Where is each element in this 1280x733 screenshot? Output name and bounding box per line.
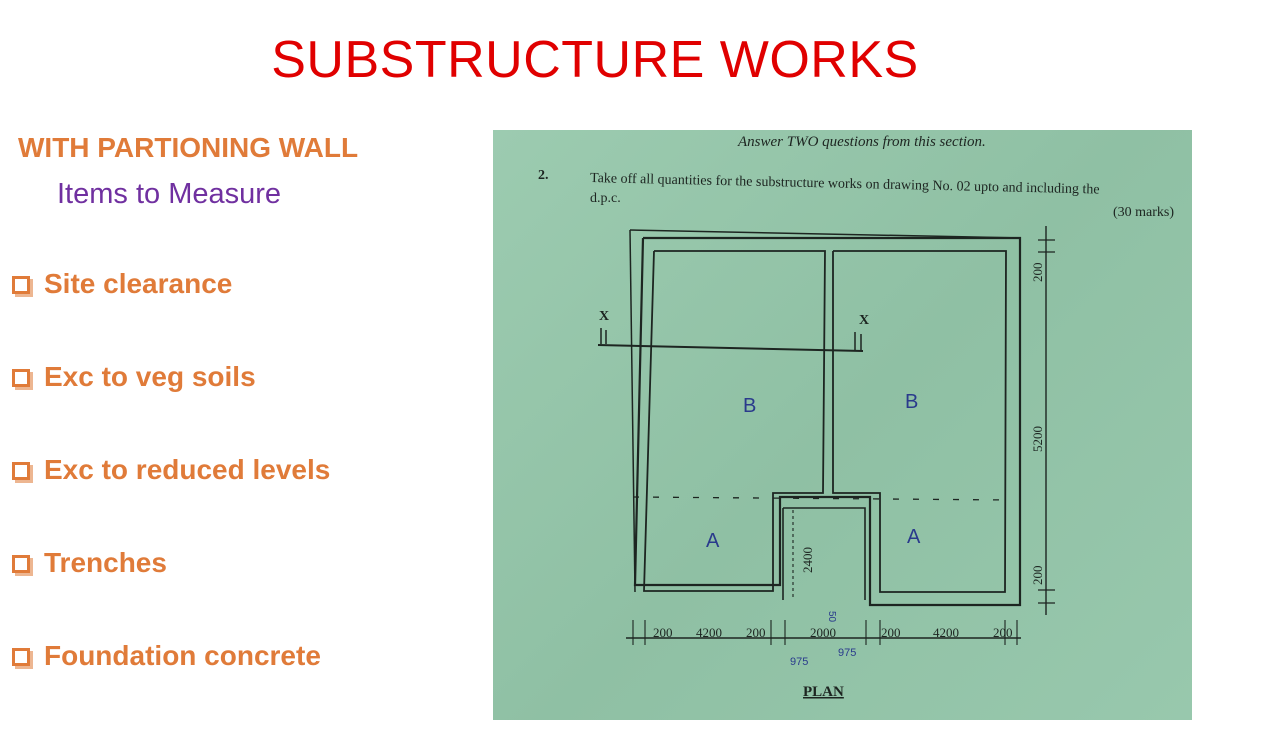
slide-title: SUBSTRUCTURE WORKS — [271, 31, 919, 89]
list-item: Exc to veg soils — [12, 361, 330, 454]
checkbox-bullet-icon — [12, 369, 33, 390]
item-label: Foundation concrete — [44, 640, 321, 671]
handwritten-note-center: 50 — [826, 611, 837, 623]
question-text-line1: Take off all quantities for the substruc… — [590, 171, 1100, 198]
list-item: Site clearance — [12, 268, 330, 361]
section-mark-left: X — [599, 309, 609, 324]
room-label-b-right: B — [905, 391, 918, 413]
handwritten-note-right: 975 — [838, 647, 856, 659]
list-item: Trenches — [12, 547, 330, 640]
floor-plan-drawing: Answer TWO questions from this section. … — [538, 134, 1174, 700]
slide-subtitle: WITH PARTIONING WALL — [18, 132, 359, 163]
question-number: 2. — [538, 168, 549, 183]
list-item: Exc to reduced levels — [12, 454, 330, 547]
items-list: Site clearance Exc to veg soils Exc to r… — [12, 268, 330, 733]
items-heading: Items to Measure — [57, 178, 282, 210]
handwritten-note-left: 975 — [790, 656, 808, 668]
item-label: Exc to reduced levels — [44, 454, 331, 485]
checkbox-bullet-icon — [12, 648, 33, 669]
question-marks: (30 marks) — [1113, 205, 1174, 220]
checkbox-bullet-icon — [12, 462, 33, 483]
dim-right-bottom: 200 — [1030, 566, 1045, 586]
exam-paper-photo: Answer TWO questions from this section. … — [493, 130, 1192, 720]
dim-bottom-7: 200 — [993, 625, 1013, 640]
room-label-a-left: A — [706, 530, 720, 552]
dim-bottom-6: 4200 — [933, 625, 959, 640]
checkbox-bullet-icon — [12, 555, 33, 576]
dim-bottom-5: 200 — [881, 625, 901, 640]
section-mark-right: X — [859, 313, 869, 328]
item-label: Exc to veg soils — [44, 361, 256, 392]
item-label: Trenches — [44, 547, 167, 578]
question-text-line2: d.p.c. — [590, 191, 621, 206]
plan-label: PLAN — [803, 684, 844, 700]
dim-bottom-1: 200 — [653, 625, 673, 640]
dim-bottom-2: 4200 — [696, 625, 722, 640]
dim-bottom-4: 2000 — [810, 625, 836, 640]
room-label-b-left: B — [743, 395, 756, 417]
wall-lines — [597, 226, 1055, 645]
dim-bottom-3: 200 — [746, 625, 766, 640]
item-label: Site clearance — [44, 268, 233, 299]
checkbox-bullet-icon — [12, 276, 33, 297]
list-item: Foundation concrete — [12, 640, 330, 733]
dim-right-top: 200 — [1030, 263, 1045, 283]
dim-center-vertical: 2400 — [800, 547, 815, 573]
exam-header: Answer TWO questions from this section. — [737, 134, 986, 150]
room-label-a-right: A — [907, 526, 921, 548]
dim-right-middle: 5200 — [1030, 426, 1045, 452]
